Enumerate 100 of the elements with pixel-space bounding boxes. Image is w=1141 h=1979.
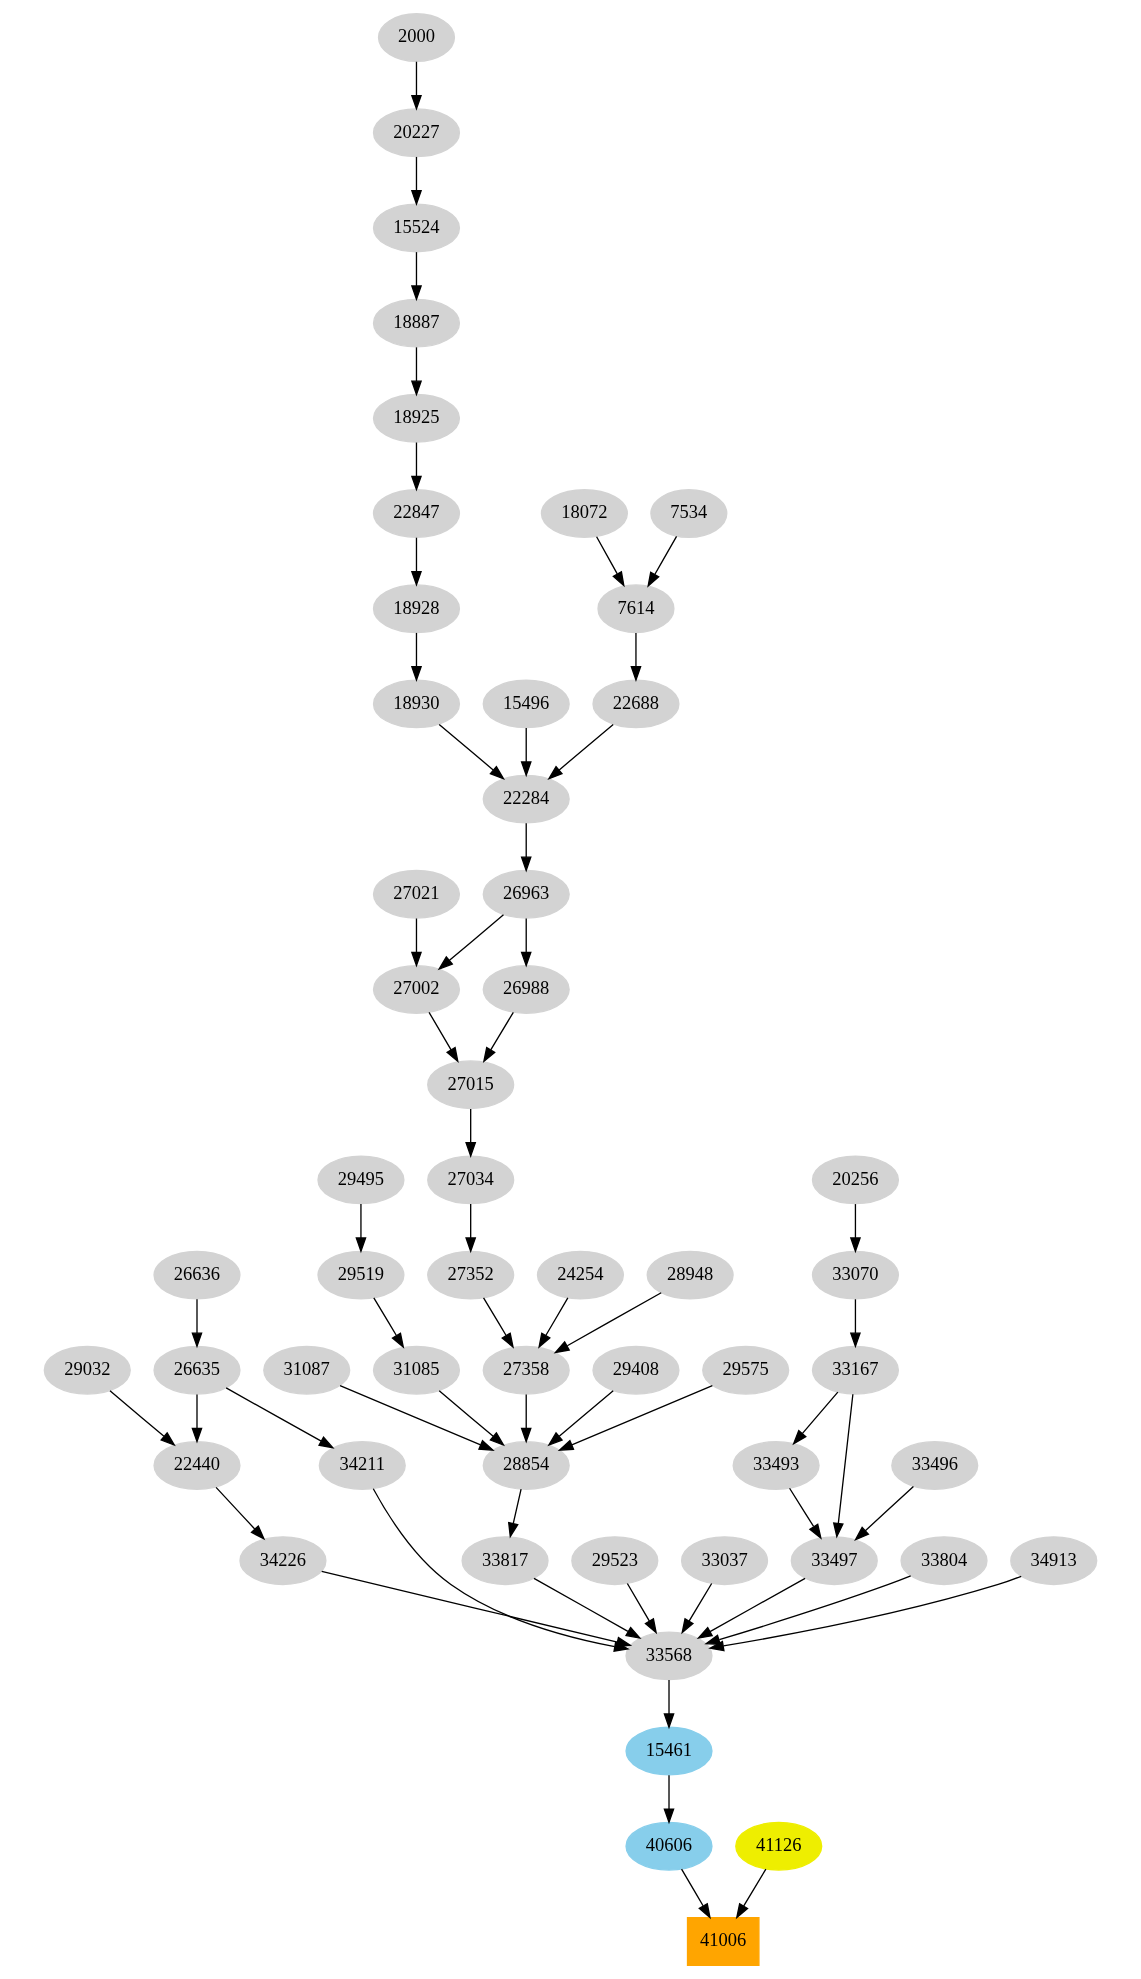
arrow (547, 1390, 614, 1447)
node-box: 41006 (686, 1917, 760, 1966)
node-ellipse: 27034 (427, 1155, 515, 1205)
arrow (465, 1108, 477, 1158)
node-ellipse: 27021 (372, 869, 461, 919)
arrow (832, 1393, 854, 1539)
arrow (373, 1297, 405, 1349)
arrow (410, 251, 423, 302)
arrow (520, 1393, 532, 1444)
arrow (626, 1582, 658, 1635)
node-ellipse: 2000 (377, 13, 456, 62)
node-ellipse: 28948 (646, 1250, 734, 1300)
node-ellipse: 27358 (482, 1345, 570, 1395)
arrow (854, 1485, 915, 1542)
node-ellipse: 22688 (592, 679, 680, 729)
arrow (696, 1577, 806, 1640)
arrow (482, 1011, 514, 1064)
arrow (647, 535, 678, 588)
arrow (339, 1385, 495, 1451)
node-ellipse: 27352 (427, 1250, 515, 1300)
node-ellipse: 27015 (427, 1060, 515, 1110)
arrow (557, 1385, 713, 1451)
arrow (681, 1582, 713, 1635)
arrow (735, 1868, 767, 1920)
arrow (520, 917, 532, 968)
arrow (410, 632, 423, 682)
node-ellipse: 29575 (702, 1345, 790, 1395)
arrow (520, 822, 532, 873)
node-ellipse: 33496 (891, 1441, 979, 1490)
node-ellipse: 31085 (372, 1345, 461, 1395)
arrow (708, 1575, 1022, 1652)
node-ellipse: 15496 (482, 679, 570, 729)
arrow (438, 1390, 506, 1447)
node-ellipse: 31087 (263, 1345, 351, 1395)
arrow (410, 537, 423, 587)
node-ellipse: 33167 (811, 1345, 900, 1395)
arrow (428, 1011, 459, 1064)
node-ellipse: 22440 (153, 1441, 241, 1490)
node-ellipse: 33804 (900, 1536, 988, 1586)
arrow (520, 727, 532, 778)
node-ellipse: 28854 (482, 1441, 570, 1490)
node-ellipse: 26635 (153, 1345, 241, 1395)
node-ellipse: 33817 (461, 1536, 549, 1586)
node-ellipse: 18072 (540, 489, 628, 538)
arrow (553, 1292, 662, 1354)
arrow (191, 1298, 203, 1349)
node-ellipse: 29032 (43, 1345, 131, 1395)
node-ellipse: 18930 (372, 679, 461, 729)
node-ellipse: 24254 (536, 1250, 625, 1300)
arrow (630, 632, 642, 682)
node-ellipse: 33497 (790, 1536, 878, 1586)
arrow (533, 1577, 642, 1640)
arrow (109, 1390, 176, 1447)
arrow (410, 441, 423, 492)
node-ellipse: 29408 (592, 1345, 680, 1395)
node-ellipse: 41126 (735, 1821, 823, 1871)
arrow (663, 1774, 675, 1825)
node-ellipse: 26988 (482, 965, 570, 1014)
node-ellipse: 15524 (372, 203, 461, 253)
node-ellipse: 7614 (597, 584, 675, 634)
node-ellipse: 40606 (625, 1821, 713, 1871)
arrow (438, 723, 506, 780)
node-ellipse: 29519 (317, 1250, 405, 1300)
arrow (355, 1203, 367, 1254)
arrow (225, 1387, 335, 1449)
arrow (547, 723, 614, 780)
node-ellipse: 18925 (372, 393, 461, 443)
node-ellipse: 29495 (317, 1155, 405, 1205)
node-ellipse: 33493 (732, 1441, 820, 1490)
arrow (465, 1203, 477, 1254)
arrow (507, 1488, 522, 1539)
node-ellipse: 18887 (372, 298, 461, 348)
node-ellipse: 15461 (625, 1726, 713, 1776)
arrow (410, 61, 423, 111)
arrow (680, 1868, 711, 1920)
arrow (792, 1391, 839, 1446)
arrow (321, 1570, 633, 1648)
node-ellipse: 34211 (318, 1441, 406, 1490)
node-ellipse: 7534 (650, 489, 728, 538)
node-ellipse: 29523 (571, 1536, 659, 1586)
node-ellipse: 26963 (482, 869, 570, 919)
node-ellipse: 22847 (372, 489, 461, 538)
arrow (437, 914, 505, 971)
node-ellipse: 18928 (372, 584, 461, 634)
arrow (482, 1297, 515, 1349)
arrow (410, 917, 423, 968)
node-ellipse: 20256 (811, 1155, 900, 1205)
node-ellipse: 22284 (482, 774, 570, 824)
node-ellipse: 33037 (680, 1536, 769, 1586)
arrow (215, 1486, 266, 1541)
arrow (410, 156, 423, 206)
arrow (410, 346, 423, 397)
node-ellipse: 27002 (372, 965, 461, 1014)
node-ellipse: 33070 (811, 1250, 900, 1300)
arrow (595, 536, 625, 588)
node-ellipse: 20227 (372, 108, 461, 158)
arrow (788, 1487, 822, 1540)
node-ellipse: 26636 (153, 1250, 241, 1300)
arrow (704, 1575, 912, 1645)
arrow (663, 1679, 675, 1730)
